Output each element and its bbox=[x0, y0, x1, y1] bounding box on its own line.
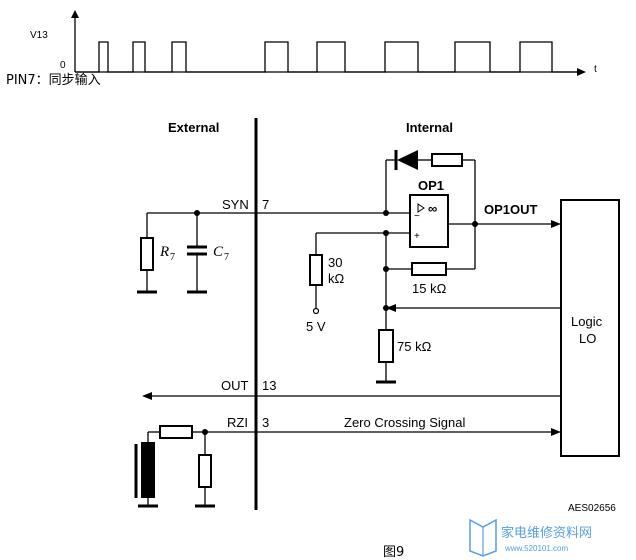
internal-label: Internal bbox=[406, 120, 453, 135]
supply-label: 5 V bbox=[306, 319, 326, 334]
opamp-symbol: ∞ bbox=[428, 201, 437, 216]
out-pin: OUT 13 bbox=[142, 378, 561, 400]
rzi-pin-number: 3 bbox=[262, 415, 269, 430]
r15-label: 15 kΩ bbox=[412, 281, 447, 296]
capacitor-c7: C 7 bbox=[187, 213, 229, 294]
opamp-minus: − bbox=[414, 211, 420, 222]
opamp-name: OP1 bbox=[418, 178, 444, 193]
op1out-arrow-icon bbox=[551, 220, 561, 228]
rzi-arrow-icon bbox=[551, 428, 561, 436]
r30-value: 30 bbox=[328, 255, 342, 270]
waveform-t-label: t bbox=[594, 64, 597, 75]
logic-line2: LO bbox=[579, 331, 596, 346]
site-watermark: 家电维修资料网 www.520101.com bbox=[469, 518, 592, 557]
zero-crossing-label: Zero Crossing Signal bbox=[344, 415, 465, 430]
logic-line1: Logic bbox=[571, 314, 603, 329]
rzi-pin-name: RZI bbox=[227, 415, 248, 430]
resistor-75k bbox=[378, 329, 394, 363]
op1out-label: OP1OUT bbox=[484, 202, 538, 217]
transformer-winding-icon bbox=[141, 442, 155, 498]
resistor-30k bbox=[309, 254, 323, 286]
r7-subscript: 7 bbox=[170, 252, 175, 263]
resistor-15k bbox=[411, 262, 447, 276]
out-pin-number: 13 bbox=[262, 378, 276, 393]
watermark-url: www.520101.com bbox=[504, 544, 568, 553]
supply-terminal-icon bbox=[312, 307, 320, 315]
plus-input-network: 30 kΩ 5 V 15 kΩ 75 kΩ bbox=[306, 224, 561, 384]
opamp-op1: OP1 ∞ − + bbox=[386, 178, 449, 248]
r75-label: 75 kΩ bbox=[397, 339, 432, 354]
r7-letter: R bbox=[159, 244, 169, 260]
c7-subscript: 7 bbox=[224, 252, 229, 263]
rzi-shunt-resistor bbox=[198, 454, 212, 488]
pin7-caption: PIN7：同步输入 bbox=[6, 72, 101, 88]
out-pin-name: OUT bbox=[221, 378, 249, 393]
syn-pin-name: SYN bbox=[222, 197, 249, 212]
resistor-r7: R 7 bbox=[137, 213, 175, 294]
logic-feedback-arrow-icon bbox=[386, 304, 396, 312]
t-axis-arrow-icon bbox=[577, 68, 586, 76]
c7-letter: C bbox=[213, 244, 224, 260]
figure-caption: 图9 bbox=[383, 545, 404, 560]
syn-pin: SYN 7 bbox=[147, 197, 389, 216]
op1-output-line: OP1OUT bbox=[448, 202, 561, 228]
rzi-pin: RZI 3 Zero Crossing Signal bbox=[202, 415, 561, 436]
watermark-text: 家电维修资料网 bbox=[501, 525, 592, 541]
rzi-external-network bbox=[134, 425, 215, 508]
pulse-train bbox=[75, 41, 578, 73]
diode-icon bbox=[397, 150, 418, 170]
out-arrow-icon bbox=[142, 392, 152, 400]
rzi-series-resistor bbox=[159, 425, 193, 439]
external-label: External bbox=[168, 120, 219, 135]
waveform-y-label: V13 bbox=[30, 30, 48, 41]
opamp-plus: + bbox=[414, 231, 420, 242]
feedback-diode-path bbox=[385, 150, 476, 224]
r30-unit: kΩ bbox=[328, 271, 345, 286]
syn-pin-number: 7 bbox=[262, 197, 269, 212]
figure-code: AES02656 bbox=[568, 503, 616, 514]
sync-waveform: V13 0 t PIN7：同步输入 bbox=[6, 10, 597, 88]
y-axis-arrow-icon bbox=[71, 10, 79, 18]
waveform-zero-label: 0 bbox=[60, 60, 66, 71]
logic-lo-block: Logic LO bbox=[560, 199, 620, 457]
